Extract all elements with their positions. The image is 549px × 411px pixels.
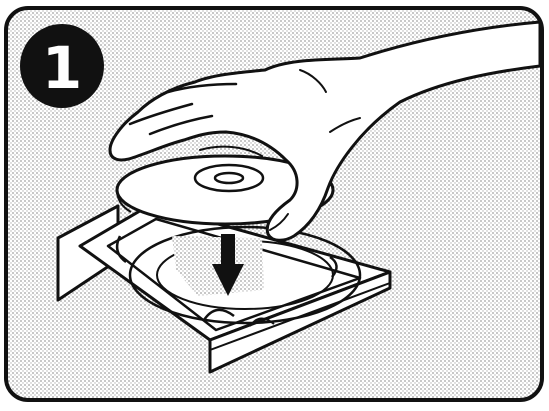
step-number-badge: 1 xyxy=(20,24,104,108)
step-number: 1 xyxy=(42,34,82,102)
